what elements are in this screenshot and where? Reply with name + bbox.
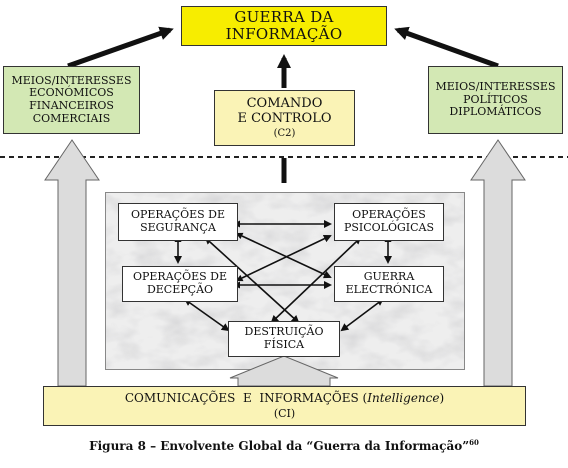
security-operations-box: OPERAÇÕES DE SEGURANÇA — [118, 203, 238, 241]
box-line: DESTRUIÇÃO — [244, 325, 324, 339]
text-italic: Intelligence — [367, 390, 440, 405]
box-line: OPERAÇÕES DE — [132, 270, 228, 284]
box-line: COMANDO — [246, 95, 323, 111]
caption-footnote: 60 — [469, 438, 479, 447]
text-end: ) — [439, 390, 445, 405]
communications-intelligence-box: COMUNICAÇÕES E INFORMAÇÕES (Intelligence… — [43, 386, 526, 426]
text-main: COMUNICAÇÕES E INFORMAÇÕES ( — [124, 390, 368, 405]
box-line: DIPLOMÁTICOS — [449, 105, 542, 119]
info-war-box: GUERRA DA INFORMAÇÃO — [181, 6, 387, 46]
box-line: GUERRA — [363, 270, 415, 284]
box-abbreviation: (C2) — [273, 127, 296, 139]
grey-arrow-right — [470, 139, 526, 387]
box-line: FINANCEIROS — [29, 99, 114, 112]
box-line: POLÍTICOS — [463, 92, 528, 106]
operation-links — [174, 220, 392, 332]
electronic-warfare-box: GUERRA ELECTRÓNICA — [334, 266, 444, 302]
box-abbreviation: (CI) — [273, 406, 296, 420]
box-line: MEIOS/INTERESSES — [435, 80, 556, 94]
deception-operations-box: OPERAÇÕES DE DECEPÇÃO — [122, 266, 238, 302]
box-line: FÍSICA — [263, 338, 305, 351]
psychological-operations-box: OPERAÇÕES PSICOLÓGICAS — [334, 203, 444, 241]
arrow-right-to-top — [394, 26, 499, 69]
box-line: DECEPÇÃO — [146, 283, 214, 296]
political-interests-box: MEIOS/INTERESSES POLÍTICOS DIPLOMÁTICOS — [428, 66, 563, 134]
box-line: E CONTROLO — [237, 110, 332, 126]
info-war-title: GUERRA DA INFORMAÇÃO — [225, 7, 343, 43]
arrow-left-to-top — [67, 26, 174, 69]
grey-arrow-left — [44, 139, 100, 387]
communications-line: COMUNICAÇÕES E INFORMAÇÕES (Intelligence… — [124, 390, 445, 406]
box-line: COMERCIAIS — [32, 111, 111, 125]
box-line: ELECTRÓNICA — [345, 283, 433, 296]
box-line: OPERAÇÕES — [352, 208, 426, 222]
caption-text: Figura 8 – Envolvente Global da “Guerra … — [89, 439, 470, 453]
economic-interests-box: MEIOS/INTERESSES ECONÓMICOS FINANCEIROS … — [3, 66, 140, 134]
command-control-box: COMANDO E CONTROLO (C2) — [214, 90, 355, 146]
box-line: ECONÓMICOS — [29, 86, 114, 100]
box-line: OPERAÇÕES DE — [130, 208, 226, 222]
box-line: PSICOLÓGICAS — [343, 221, 435, 234]
figure-caption: Figura 8 – Envolvente Global da “Guerra … — [0, 438, 568, 453]
grey-arrow-bottom — [229, 355, 339, 387]
box-line: MEIOS/INTERESSES — [11, 73, 132, 87]
box-line: SEGURANÇA — [140, 221, 216, 234]
physical-destruction-box: DESTRUIÇÃO FÍSICA — [228, 321, 340, 357]
